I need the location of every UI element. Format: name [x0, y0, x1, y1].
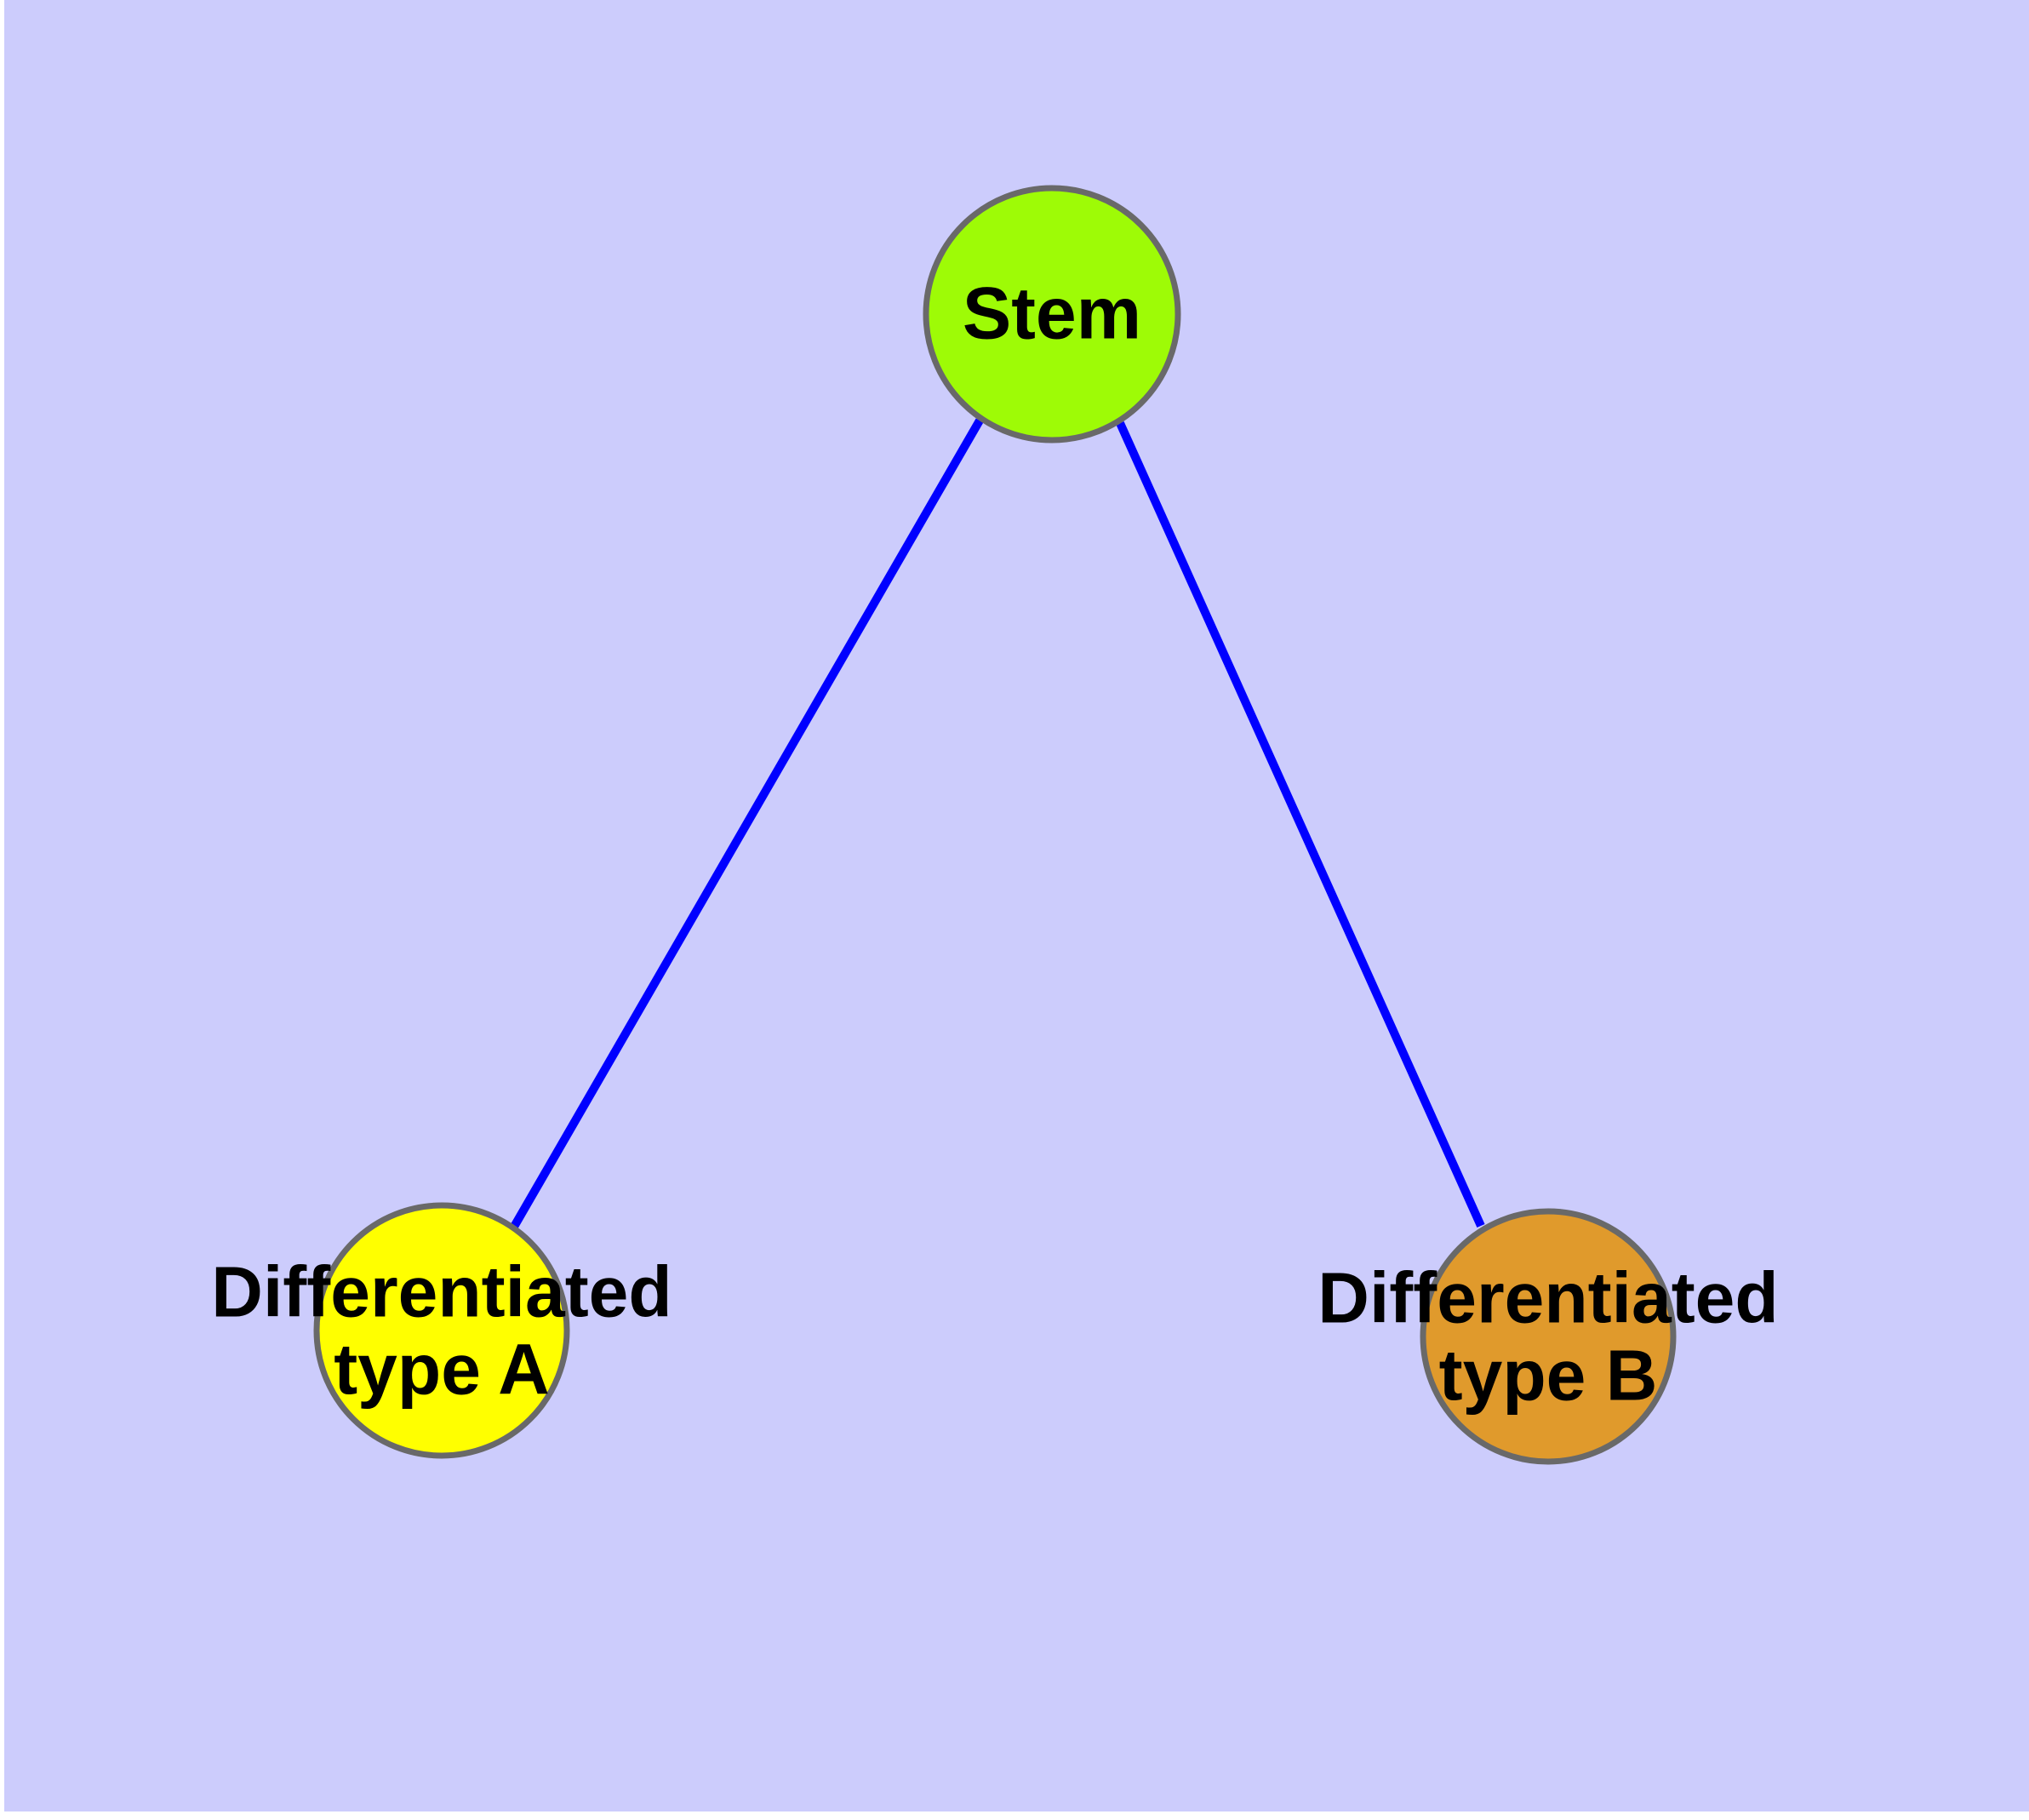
- node-differentiated-type-b[interactable]: [1420, 1208, 1677, 1465]
- edge-stem-to-differentiated-a: [510, 418, 984, 1229]
- node-differentiated-type-a[interactable]: [313, 1202, 570, 1459]
- node-stem[interactable]: [923, 185, 1181, 444]
- edge-stem-to-differentiated-b: [1116, 421, 1485, 1228]
- node-layer: [313, 185, 1677, 1465]
- edge-layer: [510, 418, 1485, 1229]
